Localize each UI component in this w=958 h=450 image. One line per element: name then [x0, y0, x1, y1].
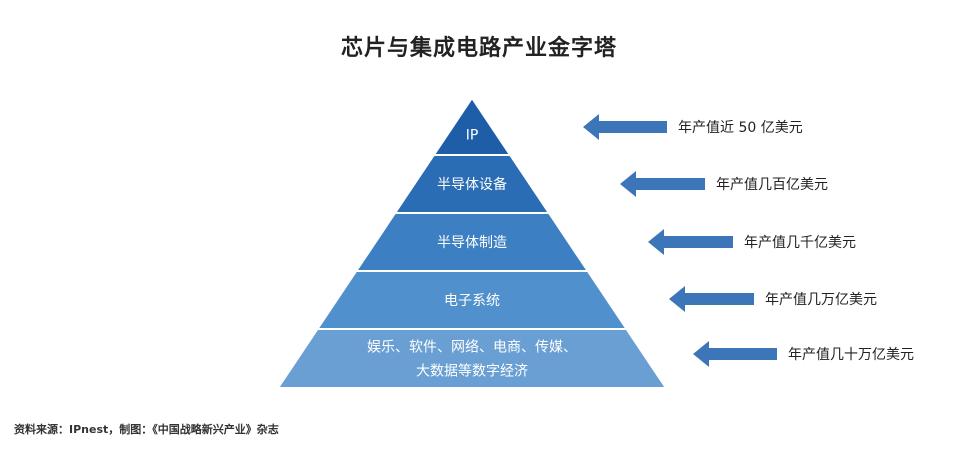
pyramid-tier-1 [431, 96, 513, 156]
tier-label-5-line-2: 大数据等数字经济 [416, 363, 528, 380]
value-arrows: 年产值近 50 亿美元年产值几百亿美元年产值几千亿美元年产值几万亿美元年产值几十… [583, 114, 914, 367]
tier-value-5: 年产值几十万亿美元 [788, 347, 914, 363]
left-arrow-icon [648, 229, 733, 255]
tier-value-2: 年产值几百亿美元 [716, 177, 828, 193]
pyramid-tier-5 [276, 328, 668, 389]
left-arrow-icon [583, 114, 667, 140]
tier-label-2: 半导体设备 [437, 176, 507, 193]
page-title: 芯片与集成电路产业金字塔 [340, 36, 617, 61]
tier-label-1: IP [466, 128, 479, 144]
tier-label-3: 半导体制造 [437, 235, 507, 251]
tier-label-5-line-1: 娱乐、软件、网络、电商、传媒、 [367, 340, 577, 356]
left-arrow-icon [620, 171, 705, 197]
left-arrow-icon [693, 341, 777, 367]
left-arrow-icon [669, 286, 754, 312]
source-note: 资料来源：IPnest，制图：《中国战略新兴产业》杂志 [14, 423, 279, 436]
tier-value-1: 年产值近 50 亿美元 [678, 120, 803, 136]
tier-value-4: 年产值几万亿美元 [765, 292, 877, 308]
tier-label-4: 电子系统 [444, 293, 500, 309]
tier-value-3: 年产值几千亿美元 [744, 235, 856, 251]
